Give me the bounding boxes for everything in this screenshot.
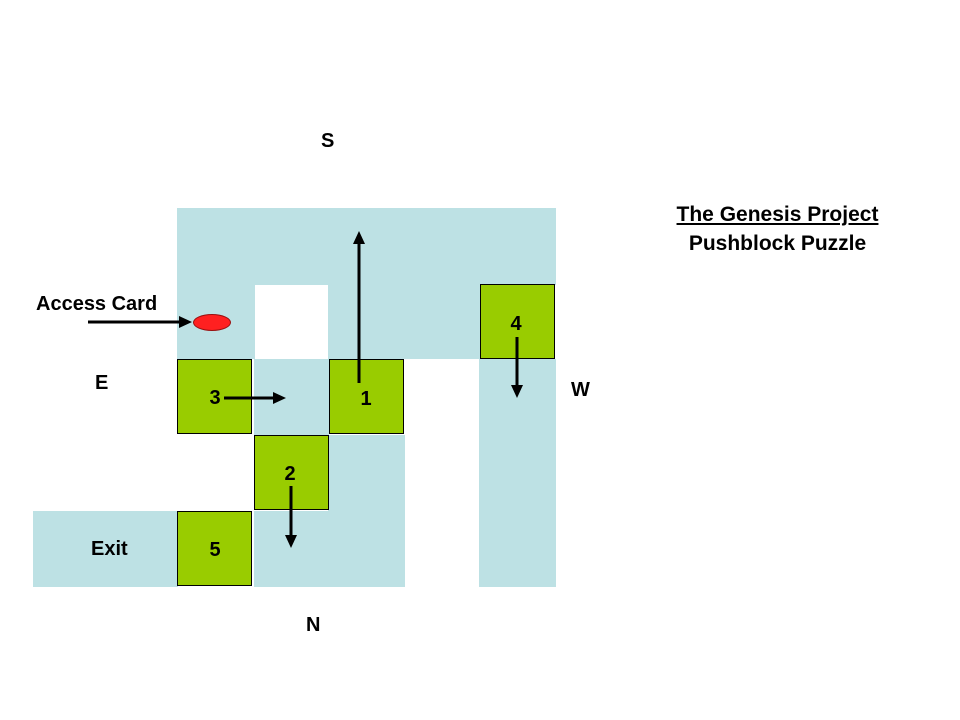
pushblock-1[interactable] [329,359,404,434]
floor-right-column [479,359,556,587]
direction-north: N [306,614,321,636]
label-access-card: Access Card [36,293,158,315]
arrow-access-card-head [179,316,192,328]
floor-mid-room [328,285,480,359]
pushblock-5[interactable] [177,511,252,586]
block-number-5: 5 [209,539,221,561]
title-puzzle: Pushblock Puzzle [688,232,867,255]
floor-exit-corridor [33,511,178,587]
label-exit: Exit [91,538,128,560]
floor-top-band [177,208,556,285]
block-number-1: 1 [360,388,372,410]
title-project: The Genesis Project [676,203,879,226]
direction-east: E [95,372,109,394]
arrow-block-3-right-head [273,392,286,404]
access-card-item[interactable] [193,314,231,331]
arrow-block-2-down-head [285,535,297,548]
block-number-3: 3 [209,387,221,409]
floor-shaft [328,435,405,587]
direction-south: S [321,130,335,152]
arrow-block-4-down-head [511,385,523,398]
arrow-block-1-up-head [353,231,365,244]
direction-west: W [571,379,590,401]
block-number-2: 2 [284,463,296,485]
block-number-4: 4 [510,313,522,335]
